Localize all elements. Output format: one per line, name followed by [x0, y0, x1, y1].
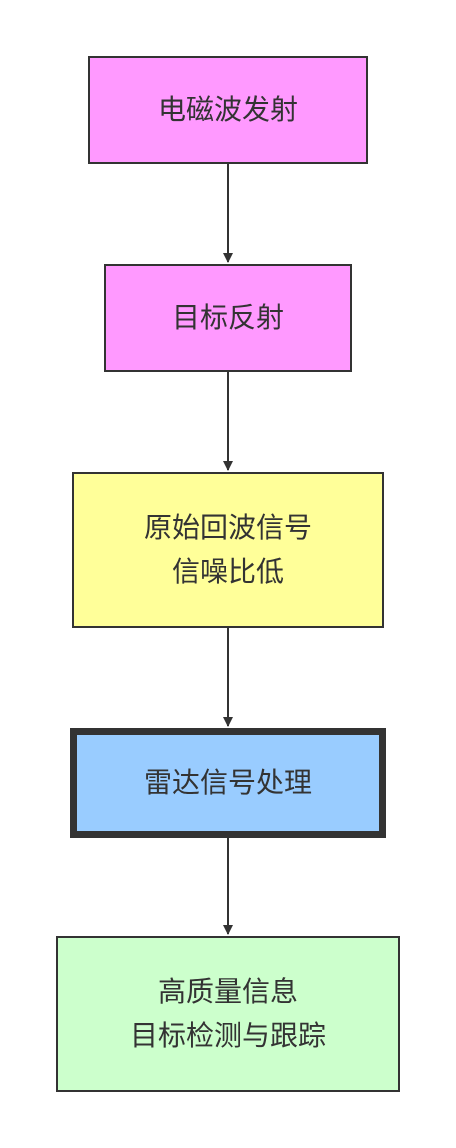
node-raw-echo-line1: 原始回波信号 [143, 511, 312, 544]
node-target-reflection-label: 目标反射 [171, 301, 284, 334]
node-output-info-line1: 高质量信息 [157, 975, 298, 1008]
node-radar-processing-label: 雷达信号处理 [143, 766, 312, 799]
node-em-emission: 电磁波发射 [88, 56, 368, 164]
node-raw-echo: 原始回波信号 信噪比低 [72, 472, 384, 628]
node-output-info: 高质量信息 目标检测与跟踪 [56, 936, 400, 1092]
node-radar-processing: 雷达信号处理 [70, 728, 386, 838]
node-raw-echo-line2: 信噪比低 [171, 555, 284, 588]
node-output-info-line2: 目标检测与跟踪 [129, 1019, 326, 1052]
node-em-emission-label: 电磁波发射 [157, 93, 298, 126]
node-target-reflection: 目标反射 [104, 264, 352, 372]
